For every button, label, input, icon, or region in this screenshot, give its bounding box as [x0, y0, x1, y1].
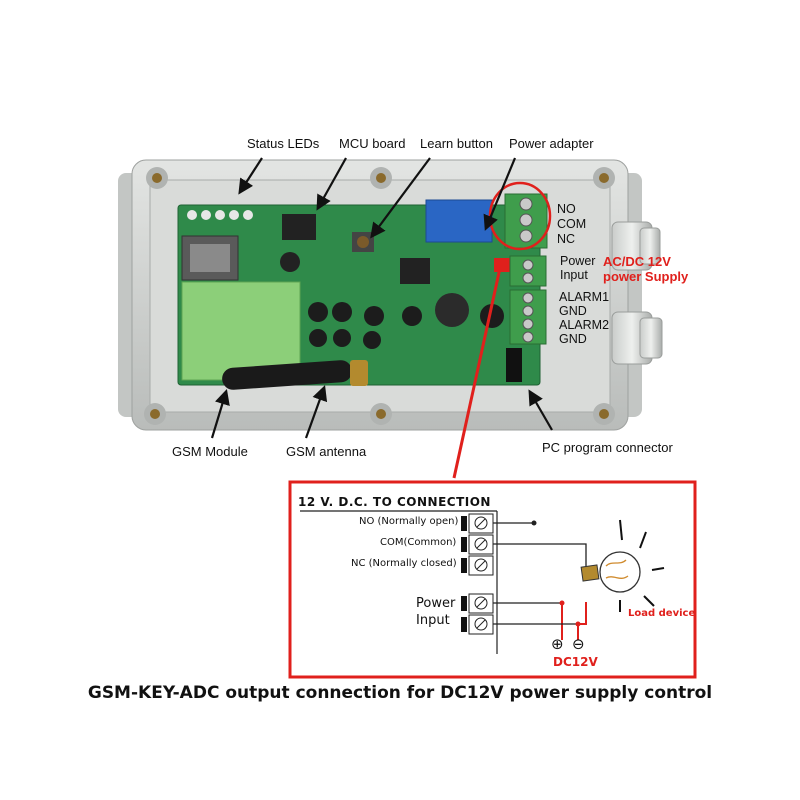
- terminal-label-gnd2: GND: [559, 332, 587, 346]
- diagram-nc-label: NC (Normally closed): [351, 558, 457, 569]
- diagram-wires: [493, 520, 587, 640]
- diagram-title: 12 V. D.C. TO CONNECTION: [298, 495, 491, 509]
- callout-learn-button: Learn button: [420, 136, 494, 151]
- alarm-terminal-block: [509, 289, 547, 345]
- supply-note-line2: power Supply: [603, 269, 689, 284]
- callout-gsm-antenna: GSM antenna: [286, 444, 367, 459]
- diagram-input-label: Input: [416, 613, 450, 628]
- terminal-label-alarm1: ALARM1: [559, 290, 610, 304]
- callout-status-leds: Status LEDs: [247, 136, 320, 151]
- terminal-label-power: Power: [560, 254, 596, 268]
- diagram-no-label: NO (Normally open): [359, 516, 459, 527]
- diagram-terminal-strip: [461, 511, 498, 654]
- diagram-power-label: Power: [416, 596, 456, 611]
- pcb-board: [177, 199, 541, 386]
- diagram-minus-symbol: ⊖: [572, 635, 585, 653]
- terminal-label-alarm2: ALARM2: [559, 318, 610, 332]
- diagram-load-label: Load device: [628, 608, 696, 619]
- terminal-label-com: COM: [557, 217, 587, 231]
- callout-power-adapter: Power adapter: [509, 136, 594, 151]
- supply-note-line1: AC/DC 12V: [603, 254, 671, 269]
- gsm-antenna: [222, 360, 368, 390]
- callout-gsm-module: GSM Module: [172, 444, 248, 459]
- figure-caption: GSM-KEY-ADC output connection for DC12V …: [87, 683, 713, 703]
- power-terminal-block: [509, 255, 547, 287]
- diagram-plus-symbol: ⊕: [551, 635, 564, 653]
- callout-pc-program-connector: PC program connector: [542, 440, 673, 455]
- load-bulb-icon: [580, 519, 665, 612]
- callout-arrows: [210, 157, 553, 439]
- terminal-label-no: NO: [557, 202, 576, 216]
- terminal-label-gnd1: GND: [559, 304, 587, 318]
- diagram-dc-label: DC12V: [553, 655, 598, 669]
- red-pointer-line: [452, 267, 502, 479]
- terminal-label-nc: NC: [557, 232, 576, 246]
- diagram-com-label: COM(Common): [380, 537, 457, 548]
- relay-terminal-block: [504, 193, 548, 249]
- terminal-label-input: Input: [560, 268, 588, 282]
- callout-mcu-board: MCU board: [339, 136, 406, 151]
- cable-glands: [611, 221, 663, 365]
